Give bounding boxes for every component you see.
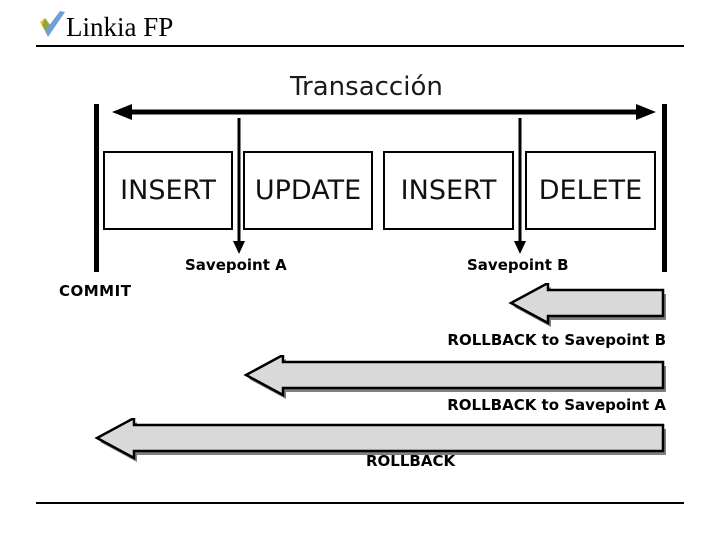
footer-divider (36, 502, 684, 504)
operation-label: INSERT (400, 174, 497, 206)
down-arrow-icon (513, 118, 527, 254)
diagram-title: Transacción (290, 72, 443, 102)
transaction-start-bar-icon (94, 104, 99, 272)
left-block-arrow-icon (94, 415, 666, 464)
down-arrow-icon (232, 118, 246, 254)
rollback-label: ROLLBACK (366, 452, 456, 470)
operation-label: UPDATE (254, 174, 362, 206)
operation-box-insert-1[interactable]: INSERT (103, 151, 233, 230)
operation-label: DELETE (538, 174, 643, 206)
left-block-arrow-icon (243, 352, 666, 401)
double-headed-arrow-icon (112, 104, 656, 120)
checkmark-icon (36, 9, 70, 41)
brand-suffix: FP (143, 12, 174, 42)
rollback-savepoint-b-label: ROLLBACK to Savepoint B (447, 331, 666, 349)
savepoint-b-label: Savepoint B (467, 256, 569, 274)
savepoint-a-label: Savepoint A (185, 256, 287, 274)
operation-label: INSERT (120, 174, 216, 206)
operation-box-insert-2[interactable]: INSERT (383, 151, 514, 230)
brand-name: Linkia (66, 12, 137, 42)
operation-box-update[interactable]: UPDATE (243, 151, 373, 230)
brand-title: Linkia FP (66, 12, 173, 42)
left-block-arrow-icon (508, 280, 666, 329)
commit-label: COMMIT (59, 282, 132, 300)
operation-box-delete[interactable]: DELETE (525, 151, 656, 230)
header-divider (36, 45, 684, 47)
rollback-savepoint-a-label: ROLLBACK to Savepoint A (447, 396, 666, 414)
transaction-end-bar-icon (662, 104, 667, 272)
slide-header: Linkia FP (0, 0, 720, 48)
